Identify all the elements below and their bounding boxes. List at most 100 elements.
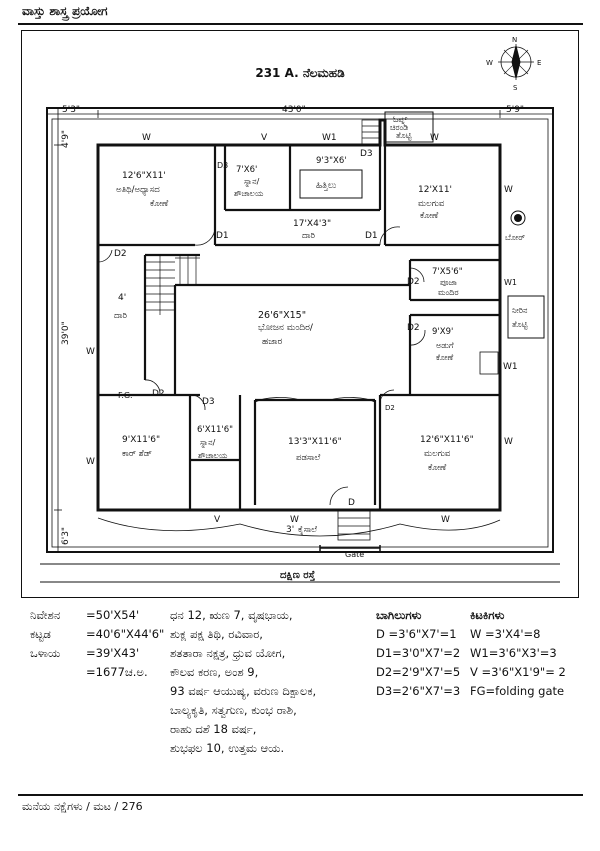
door-d2-label: D2 (114, 249, 127, 259)
window1-label: W1 (504, 278, 517, 287)
plot-area-legend: ನಿವೇಶನ=50'X54' ಕಟ್ಟಡ=40'6"X44'6" ಒಳಾಯ=39… (30, 606, 165, 682)
dim-top-left: 5'3" (62, 105, 80, 115)
bath2-name: ಸ್ನಾನ/ (200, 438, 216, 447)
passage-name: ದಾರಿ (302, 231, 315, 241)
ventilator-label: V (214, 515, 221, 525)
hall-size: 13'3"X11'6" (288, 437, 342, 447)
doors-title: ಬಾಗಿಲುಗಳು (376, 608, 422, 622)
dim-left-bottom: 6'3" (61, 527, 71, 545)
hall-name: ಪಡಸಾಲೆ (296, 453, 321, 463)
gate-label: Gate (345, 550, 364, 559)
dim-top-mid: 43'0" (282, 105, 306, 115)
entrance-steps (337, 510, 371, 541)
legend-row: =1677ಚ.ಅ. (86, 665, 148, 679)
compound-wall (51, 118, 549, 548)
kitchen-name-2: ಕೋಣೆ (436, 353, 454, 362)
window-label: W (430, 133, 439, 143)
window-label: W (441, 515, 450, 525)
window1-label: W1 (503, 362, 518, 372)
note-line: ಶುಕ್ಲ ಪಕ್ಷ ತಿಥಿ, ರವಿವಾರ, (170, 627, 263, 641)
window-spec: V =3'6"X1'9"= 2 (470, 665, 566, 679)
store-name: ಹಿತ್ತಿಲು (316, 181, 337, 191)
ventilator-label: V (261, 133, 268, 143)
door-d2-label: D2 (385, 404, 395, 412)
bedroom1-name-2: ಕೋಣೆ (420, 211, 439, 221)
door-d2-label: D2 (407, 323, 420, 333)
compass-e: E (537, 59, 541, 67)
note-line: ರಾಹು ದಶೆ 18 ವರ್ಷ, (170, 722, 257, 736)
note-line: ಬಾಲ್ಯಕೃತಿ, ಸತ್ವಗುಣ, ಕುಂಭ ರಾಶಿ, (170, 703, 297, 717)
window-label: W (290, 515, 299, 525)
dim-left-mid: 39'0" (61, 321, 71, 345)
pooja-name-2: ಮಂದಿರ (438, 288, 459, 297)
legend-row: ನಿವೇಶನ=50'X54' (30, 608, 140, 622)
door-d3-label: D3 (360, 149, 373, 159)
note-line: ಧನ 12, ಋಣ 7, ವೃಷಭಾಯ, (170, 608, 293, 622)
bath1-name-2: ಶೌಚಾಲಯ (234, 189, 264, 198)
borewell-label: ಬೋರ್ (505, 233, 525, 242)
water-tank (507, 295, 545, 339)
stair-passage-name: ದಾರಿ (114, 311, 127, 321)
compass-n: N (512, 36, 517, 44)
guest-room-size: 12'6"X11' (122, 171, 166, 181)
sitout-label-3: ತೊಟ್ಟಿ (396, 131, 412, 140)
guest-room-name-2: ಕೋಣೆ (150, 199, 169, 209)
windows-title: ಕಿಟಕಿಗಳು (470, 608, 505, 622)
note-line: ಶುಭಫಲ 10, ಉತ್ತಮ ಆಯ. (170, 741, 285, 755)
window1-label: W1 (322, 133, 337, 143)
bedroom1-size: 12'X11' (418, 185, 452, 195)
door-d3-label: D3 (202, 397, 215, 407)
pooja-size: 7'X5'6" (432, 267, 463, 277)
plan-title: 231 A. ನೆಲಮಹಡಿ (255, 66, 345, 80)
door-swings (97, 226, 426, 506)
interior-walls (96, 145, 500, 510)
window-label: W (86, 347, 95, 357)
bedroom1-name: ಮಲಗುವ (418, 199, 445, 209)
bedroom2-name-2: ಕೋಣೆ (428, 463, 447, 473)
window-spec: FG=folding gate (470, 684, 565, 698)
dining-name-2: ಹಜಾರ (262, 337, 282, 347)
dim-left-top: 4'9" (61, 130, 71, 148)
door-spec: D2=2'9"X7'=5 (376, 665, 461, 679)
sitout-label-1: ಓಪ್ನ್ (393, 115, 408, 124)
doors-legend: ಬಾಗಿಲುಗಳು D =3'6"X7'=1 D1=3'0"X7'=2 D2=2… (376, 606, 476, 701)
pooja-name: ಪೂಜಾ (440, 278, 457, 287)
door-spec: D =3'6"X7'=1 (376, 627, 457, 641)
folding-gate-label: F.G. (118, 391, 133, 400)
note-line: ಶತತಾರಾ ನಕ್ಷತ್ರ, ಧ್ರುವ ಯೋಗ, (170, 646, 286, 660)
dim-gate-step: 3' (286, 525, 294, 535)
door-d1-label: D1 (216, 231, 229, 241)
legend-row: ಕಟ್ಟಡ=40'6"X44'6" (30, 627, 165, 641)
guest-room-name: ಅತಿಥಿ/ಅಧ್ಯಾಸದ (116, 185, 160, 196)
staircase (145, 255, 200, 315)
bath1-size: 7'X6' (236, 165, 257, 175)
water-tank-label-2: ತೊಟ್ಟಿ (512, 320, 528, 329)
front-yard-curve (97, 517, 501, 537)
window-label: W (142, 133, 151, 143)
compass-s: S (513, 84, 518, 92)
store-box (299, 169, 363, 199)
window-spec: W =3'X4'=8 (470, 627, 541, 641)
note-line: 93 ವರ್ಷ ಆಯುಷ್ಯ, ವರುಣ ದಿಕ್ಪಾಲಕ, (170, 684, 317, 698)
page-footer: ಮನೆಯ ನಕ್ಷೆಗಳು / ಮಟ / 276 (22, 800, 143, 813)
bedroom2-size: 12'6"X11'6" (420, 435, 474, 445)
dining-name: ಭೋಜನ ಮಂದಿರ/ (258, 323, 314, 333)
store-size: 9'3"X6' (316, 156, 347, 166)
water-tank-label-1: ನೀರಿನ (512, 306, 528, 315)
window-label: W (504, 437, 513, 447)
veranda-name: ಕೈಸಾಲೆ (298, 525, 318, 535)
gate-icon (319, 545, 381, 552)
sitout-label-2: ಚಿರಂಡಿ (390, 123, 408, 132)
door-d1-label: D1 (365, 231, 378, 241)
window-marks (96, 143, 502, 512)
top-dimension-line (47, 110, 553, 118)
note-line: ಕೌಲವ ಕರಣ, ಅಂಶ 9, (170, 665, 259, 679)
door-d2-label: D2 (152, 389, 165, 399)
door-d3-label: D3 (217, 161, 228, 170)
plan-frame (21, 30, 579, 598)
door-d2-label: D2 (407, 277, 420, 287)
passage-size: 17'X4'3" (293, 219, 331, 229)
plot-boundary (46, 107, 554, 553)
borewell-icon (510, 210, 526, 226)
legend-row: ಒಳಾಯ=39'X43' (30, 646, 140, 660)
